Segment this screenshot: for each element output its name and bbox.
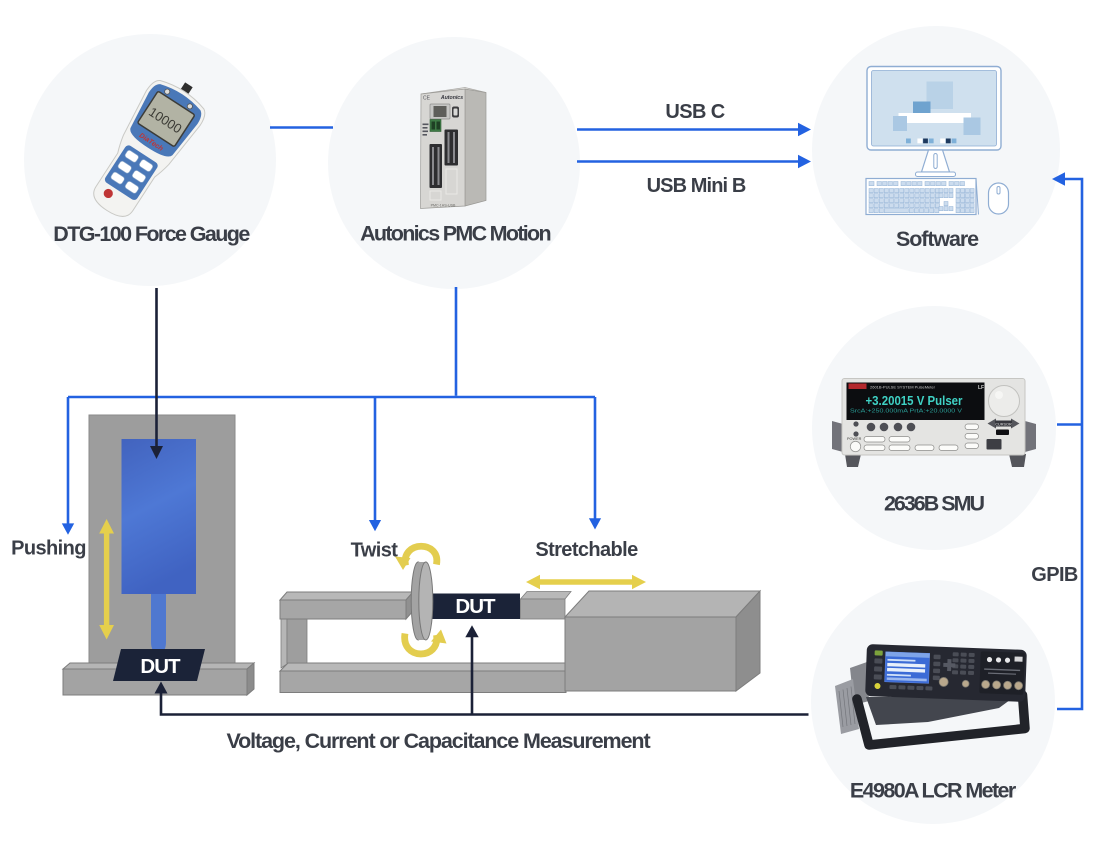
svg-text:Twist: Twist bbox=[351, 540, 399, 562]
svg-text:DUT: DUT bbox=[140, 655, 181, 678]
svg-text:E4980A LCR Meter: E4980A LCR Meter bbox=[850, 779, 1017, 803]
svg-text:Stretchable: Stretchable bbox=[535, 539, 638, 561]
svg-text:LF: LF bbox=[978, 385, 984, 391]
svg-text:Autonics PMC Motion: Autonics PMC Motion bbox=[360, 222, 550, 246]
svg-text:DUT: DUT bbox=[455, 595, 496, 618]
svg-text:USB Mini B: USB Mini B bbox=[647, 175, 746, 197]
svg-text:GPIB: GPIB bbox=[1031, 564, 1078, 586]
svg-text:2601B-PULSE SYSTEM PulseMeter: 2601B-PULSE SYSTEM PulseMeter bbox=[870, 385, 936, 390]
svg-text:Pushing: Pushing bbox=[11, 538, 86, 560]
svg-text:+3.20015 V Pulser: +3.20015 V Pulser bbox=[866, 394, 963, 408]
svg-text:POWER: POWER bbox=[847, 437, 862, 441]
svg-text:PMC-1HS-USB: PMC-1HS-USB bbox=[431, 204, 456, 208]
svg-text:DTG-100 Force Gauge: DTG-100 Force Gauge bbox=[53, 222, 250, 246]
svg-text:CE: CE bbox=[423, 96, 431, 102]
svg-text:2636B SMU: 2636B SMU bbox=[884, 492, 985, 516]
svg-text:SrcA:+250.000mA PrtA:+20.0000: SrcA:+250.000mA PrtA:+20.0000 V bbox=[850, 409, 962, 415]
svg-text:USB C: USB C bbox=[665, 101, 724, 123]
svg-text:Voltage, Current or Capacitanc: Voltage, Current or Capacitance Measurem… bbox=[226, 729, 650, 753]
svg-text:Autonics: Autonics bbox=[440, 95, 463, 101]
svg-text:Software: Software bbox=[896, 227, 979, 251]
svg-text:CURSOR: CURSOR bbox=[995, 422, 1012, 426]
